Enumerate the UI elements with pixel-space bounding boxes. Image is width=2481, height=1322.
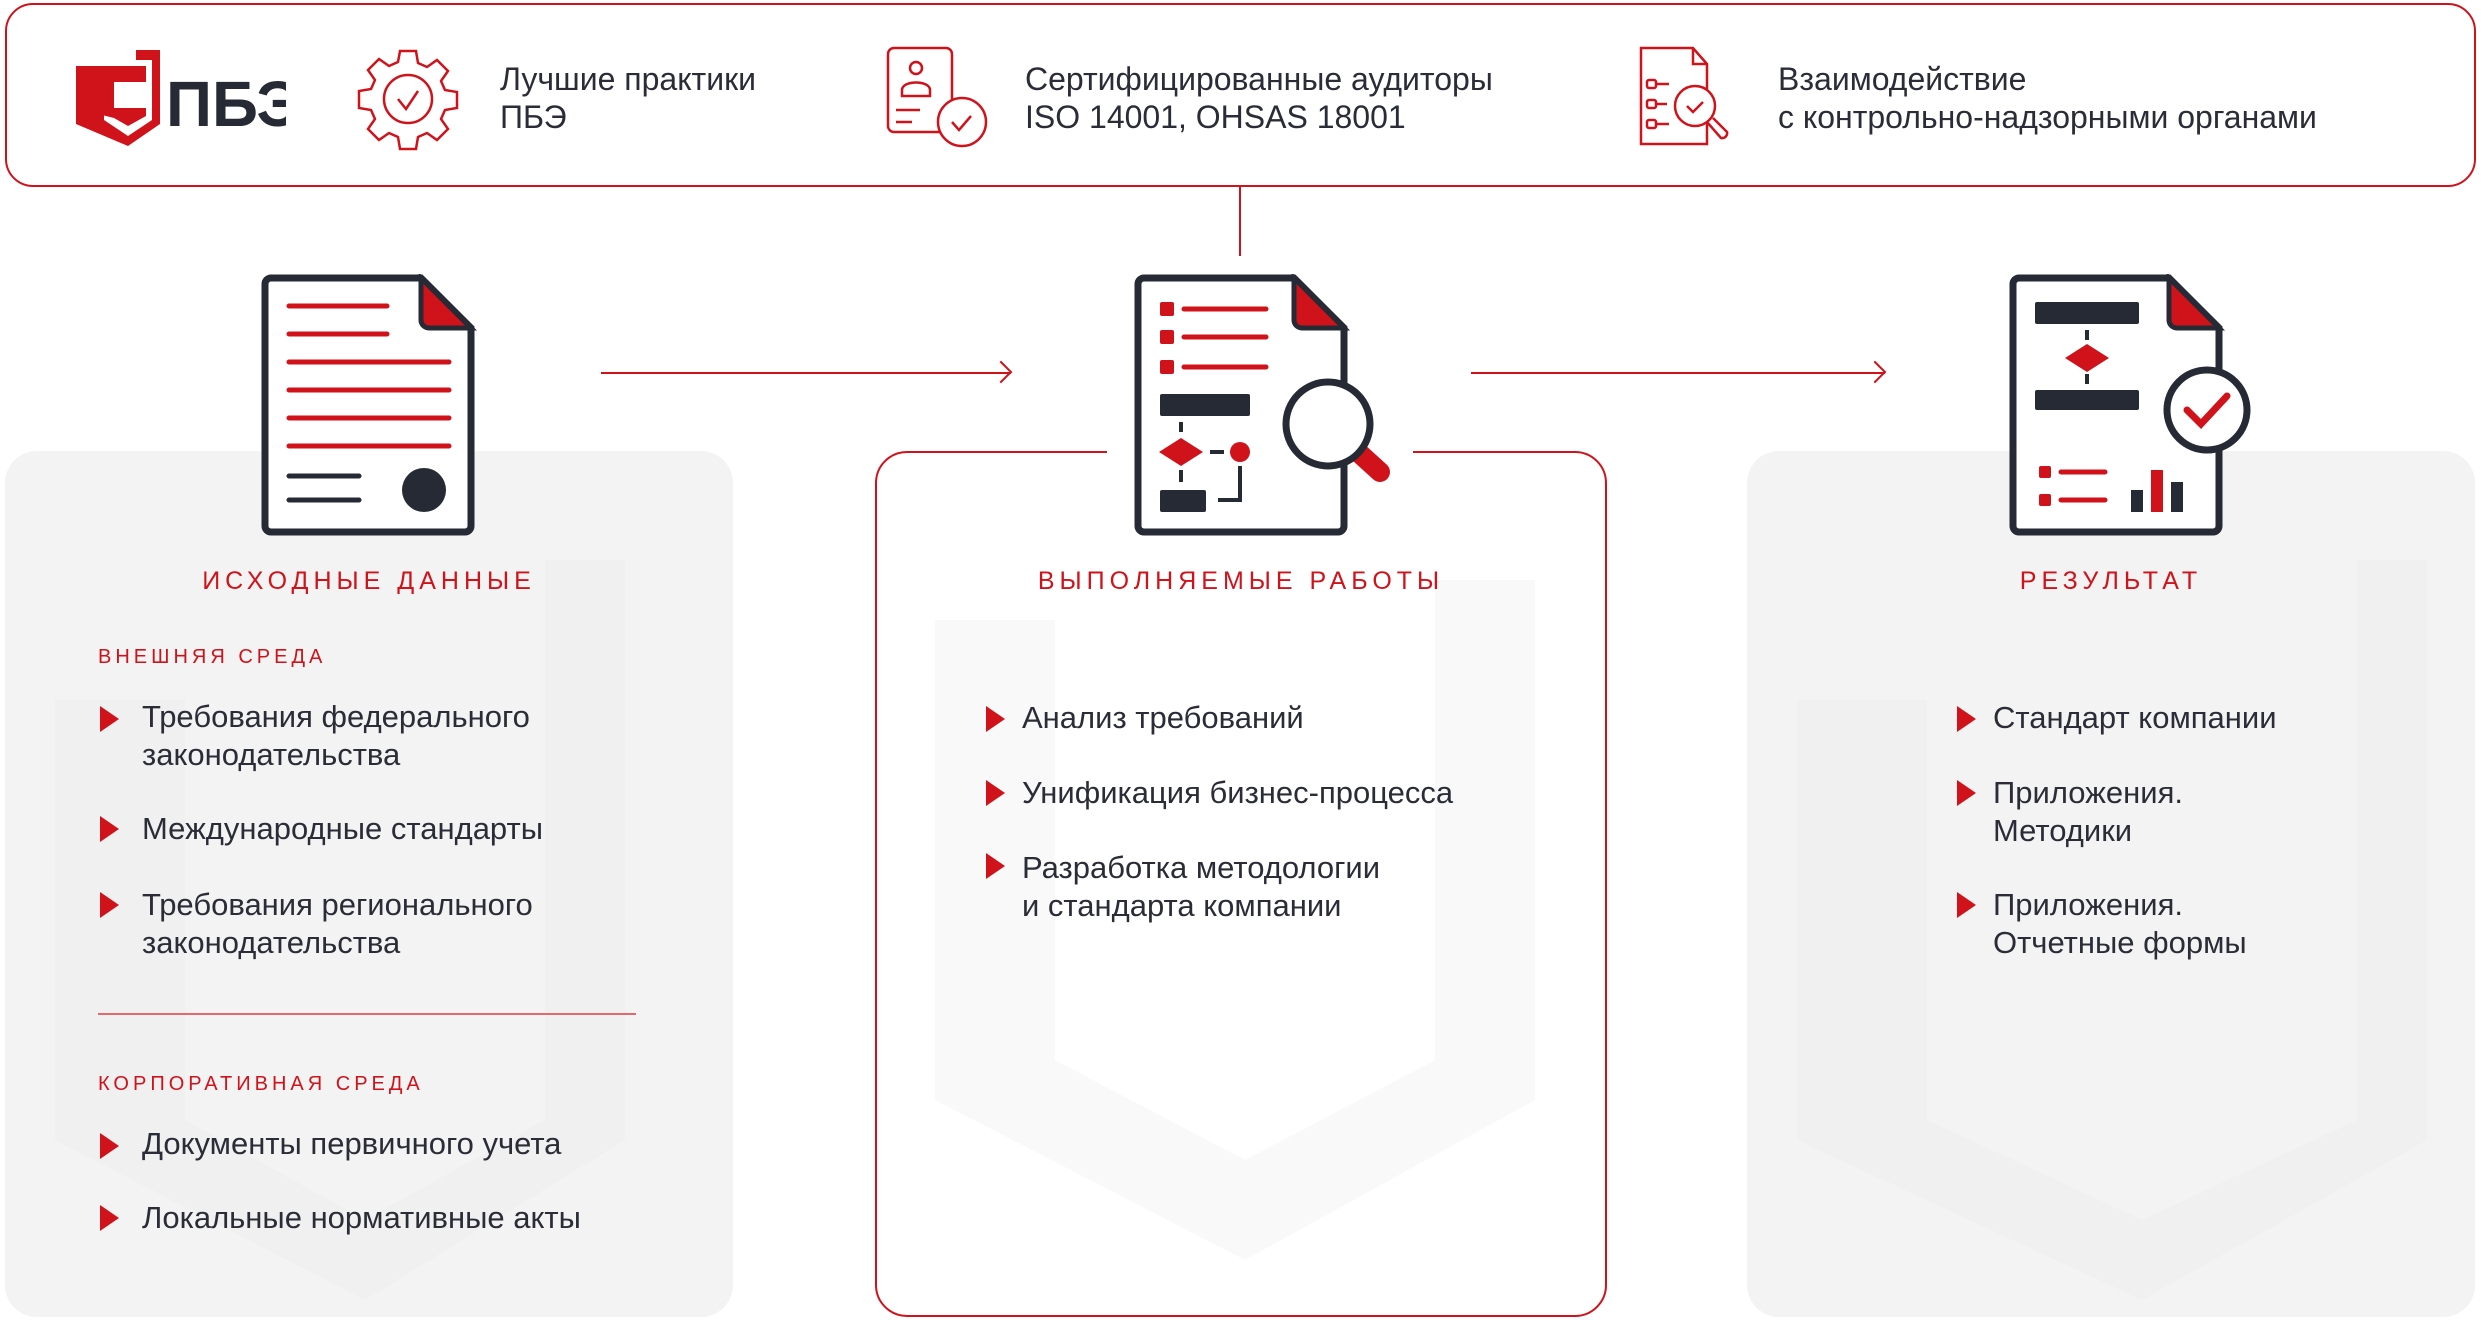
bullet-triangle-icon (100, 892, 119, 918)
certified-person-icon (886, 46, 990, 155)
result-heading: РЕЗУЛЬТАТ (2019, 567, 2203, 595)
item-line: Методики (1993, 813, 2133, 848)
item-line: законодательства (142, 737, 401, 772)
bullet-triangle-icon (1957, 780, 1976, 806)
list-item: Стандарт компании (1993, 699, 2277, 737)
item-line: Отчетные формы (1993, 925, 2247, 960)
item-line: Требования федерального (142, 699, 530, 734)
work-heading: ВЫПОЛНЯЕМЫЕ РАБОТЫ (1037, 567, 1445, 595)
list-item: Приложения.Методики (1993, 774, 2183, 850)
gear-check-icon (356, 47, 460, 156)
external-env-label: ВНЕШНЯЯ СРЕДА (98, 646, 327, 668)
bullet-triangle-icon (100, 706, 119, 732)
item-line: Требования регионального (142, 887, 533, 922)
item-line: Приложения. (1993, 775, 2183, 810)
item-line: Локальные нормативные акты (142, 1200, 581, 1235)
feature-line: с контрольно-надзорными органами (1778, 99, 2317, 135)
item-line: Стандарт компании (1993, 700, 2277, 735)
bullet-triangle-icon (100, 1205, 119, 1231)
analysis-document-icon (1134, 271, 1404, 541)
item-line: Унификация бизнес-процесса (1022, 775, 1454, 810)
pbe-logo: ПБЭ (76, 50, 302, 151)
list-item: Анализ требований (1022, 699, 1304, 737)
feature-line: Взаимодействие (1778, 61, 2027, 97)
bullet-triangle-icon (986, 853, 1005, 879)
watermark-shield-mid (935, 580, 1535, 1260)
item-line: Анализ требований (1022, 700, 1304, 735)
list-item: Локальные нормативные акты (142, 1199, 581, 1237)
corporate-env-label: КОРПОРАТИВНАЯ СРЕДА (98, 1073, 424, 1095)
item-line: Разработка методологии (1022, 850, 1381, 885)
feature-supervisory-interaction: Взаимодействие с контрольно-надзорными о… (1778, 60, 2317, 136)
list-item: Приложения.Отчетные формы (1993, 886, 2247, 962)
list-item: Унификация бизнес-процесса (1022, 774, 1453, 812)
logo-text: ПБЭ (166, 68, 286, 140)
item-line: и стандарта компании (1022, 888, 1342, 923)
list-item: Документы первичного учета (142, 1125, 561, 1163)
feature-best-practices: Лучшие практики ПБЭ (500, 60, 756, 136)
feature-certified-auditors: Сертифицированные аудиторы ISO 14001, OH… (1025, 60, 1493, 136)
source-document-icon (261, 271, 478, 541)
item-line: Документы первичного учета (142, 1126, 562, 1161)
feature-line: Сертифицированные аудиторы (1025, 61, 1493, 97)
feature-line: ПБЭ (500, 99, 567, 135)
flow-arrow-1 (601, 372, 1011, 374)
item-line: Приложения. (1993, 887, 2183, 922)
item-line: законодательства (142, 925, 401, 960)
bullet-triangle-icon (1957, 892, 1976, 918)
watermark-shield-left (55, 560, 625, 1300)
bullet-triangle-icon (100, 1133, 119, 1159)
connector-line (1239, 187, 1241, 256)
watermark-shields (55, 560, 2427, 1300)
feature-line: Лучшие практики (500, 61, 756, 97)
flow-arrow-2 (1471, 372, 1885, 374)
bullet-triangle-icon (1957, 706, 1976, 732)
feature-line: ISO 14001, OHSAS 18001 (1025, 99, 1406, 135)
result-document-icon (2009, 271, 2259, 541)
list-item: Международные стандарты (142, 810, 543, 848)
item-line: Международные стандарты (142, 811, 543, 846)
bullet-triangle-icon (986, 706, 1005, 732)
input-heading: ИСХОДНЫЕ ДАННЫЕ (202, 567, 536, 595)
bullet-triangle-icon (986, 780, 1005, 806)
checklist-magnifier-icon (1637, 44, 1747, 157)
bullet-triangle-icon (100, 816, 119, 842)
section-divider (98, 1013, 636, 1015)
watermark-shield-right (1797, 560, 2427, 1300)
